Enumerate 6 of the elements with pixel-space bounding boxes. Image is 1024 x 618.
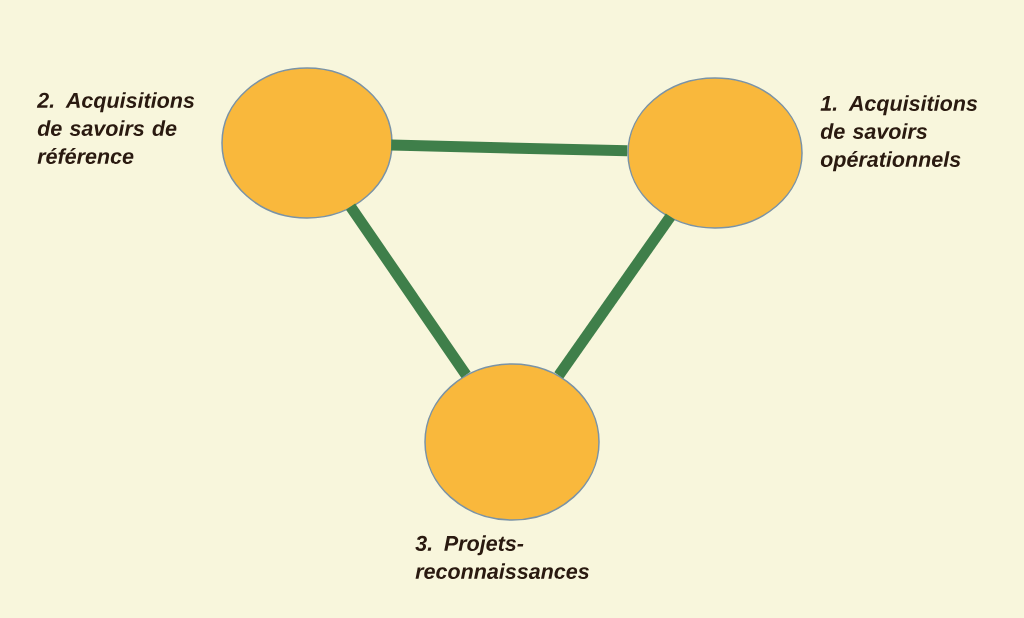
node-label: 3. Projets- reconnaissances (415, 535, 589, 579)
connector-line (391, 139, 628, 157)
node-label: 2. Acquisitions de savoirs de référence (36, 92, 195, 164)
connector-line (346, 203, 471, 379)
connector-line (554, 213, 675, 379)
node-label: 1. Acquisitions de savoirs opérationnels (820, 95, 978, 172)
